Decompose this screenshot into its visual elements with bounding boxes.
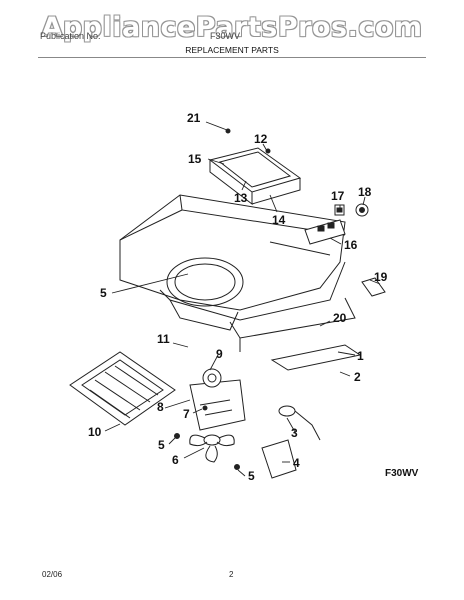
callout-12: 12	[254, 132, 268, 146]
capacitor	[278, 405, 321, 441]
blower-ring	[166, 257, 244, 331]
callout-4: 4	[293, 456, 300, 470]
light-socket	[361, 277, 386, 297]
damper-box	[208, 147, 302, 206]
callout-15: 15	[188, 152, 202, 166]
grease-filter	[69, 351, 176, 426]
footer-page-number: 2	[229, 570, 234, 579]
header-model: F30WV	[210, 31, 241, 41]
motor-assembly	[189, 368, 246, 431]
callout-11: 11	[157, 332, 170, 346]
callout-labels: 21 12 15 13 14 17 18 16 19 5 20 11 9 1 2…	[88, 111, 419, 483]
header-divider	[38, 57, 426, 58]
callout-10: 10	[88, 425, 102, 439]
callout-5-top: 5	[100, 286, 107, 300]
callout-14: 14	[272, 213, 286, 227]
knobs	[334, 203, 369, 217]
callout-16: 16	[344, 238, 358, 252]
callout-20: 20	[333, 311, 347, 325]
callout-7: 7	[183, 407, 190, 421]
lamp-panel	[270, 344, 362, 371]
callout-1: 1	[357, 349, 364, 363]
footer-date: 02/06	[42, 570, 63, 579]
callout-21: 21	[187, 111, 201, 125]
hood-body	[119, 194, 356, 352]
leader-lines	[104, 121, 381, 477]
duct-panel	[261, 439, 297, 479]
publication-label: Publication No.	[40, 31, 101, 41]
switch-plate	[304, 219, 346, 245]
callout-17: 17	[331, 189, 345, 203]
callout-5-mid: 5	[158, 438, 165, 452]
callout-13: 13	[234, 191, 248, 205]
callout-8: 8	[157, 400, 164, 414]
callout-3: 3	[291, 426, 298, 440]
section-title: REPLACEMENT PARTS	[185, 45, 279, 55]
fan-blade	[189, 434, 235, 463]
screws	[174, 128, 271, 470]
callout-6: 6	[172, 453, 179, 467]
watermark: AppliancePartsPros.com	[41, 12, 423, 43]
callout-5-bottom: 5	[248, 469, 255, 483]
callout-2: 2	[354, 370, 361, 384]
callout-9: 9	[216, 347, 223, 361]
callout-18: 18	[358, 185, 372, 199]
callout-19: 19	[374, 270, 388, 284]
model-label: F30WV	[385, 468, 419, 479]
